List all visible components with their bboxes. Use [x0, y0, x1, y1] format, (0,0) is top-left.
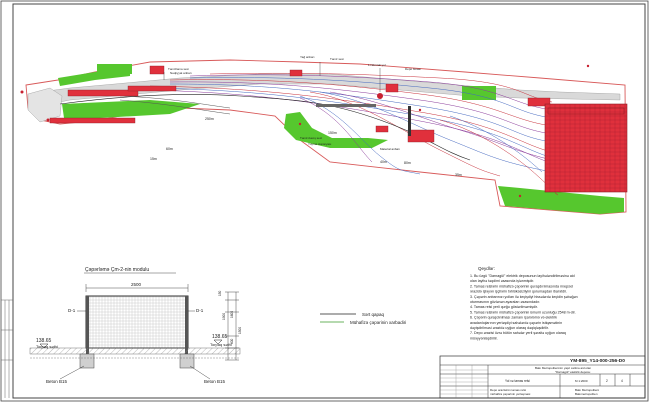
building-mid: [407, 129, 435, 143]
notes-heading: Qeydlər:: [478, 266, 495, 271]
label-dist-40: 40m: [380, 160, 387, 164]
label-mid-c: Material anbarı: [380, 147, 400, 151]
label-top-d: 1 Nömrəli yol: [368, 63, 386, 67]
label-dist-15: 15m: [150, 157, 157, 161]
building-long-west: [67, 89, 139, 97]
legend: Sərt qapaq Mühafizə çəpərinin xarbadiri: [320, 312, 406, 325]
note-line: 1. Bu üzgü "Darnagül" elektrik deposunun…: [470, 274, 575, 278]
d1-left: D-1: [68, 308, 76, 313]
soil-label-left: Torpaq səthi: [36, 344, 58, 349]
label-dist-250: 250m: [205, 117, 214, 121]
sheet-name: Yol və tamas relsi: [505, 379, 530, 383]
inner-frame: [12, 3, 646, 399]
lawn-north: [97, 64, 132, 74]
post-right: [185, 296, 188, 358]
lawn-south-east: [498, 186, 624, 214]
label-left-a: Nəqliyyat anbarı: [170, 71, 192, 75]
dim-right-2: 1600: [230, 311, 234, 318]
building-east-small: [527, 97, 551, 107]
note-line: oturmasının gözlənən ayaraları əsasındad…: [470, 300, 540, 304]
fence-detail: Çəpərləmə Çm-2-nin modulu 2500 D-1 D-1 1…: [29, 267, 242, 384]
lawn-east: [462, 86, 496, 100]
desc-line-1: Depo ərazisinin tamas relsi: [490, 388, 526, 392]
notes: Qeydlər: 1. Bu üzgü "Darnagül" elektrik …: [470, 266, 578, 340]
label-top-b: Yağ anbarı: [300, 55, 315, 59]
width-dimension: 2500: [131, 282, 142, 287]
org-line-2: Bakımetropoliten: [575, 392, 598, 396]
note-line: 4. Tamas relsi yerli qurğu göstərilməmiş…: [470, 305, 538, 309]
lawn-west: [62, 100, 200, 118]
title-block: YM-895_Y14-000-256-D0 Bakı Metropoliteni…: [439, 355, 646, 399]
post-left: [86, 296, 89, 358]
building-mid-2: [375, 125, 389, 133]
desc-line-2: mühafizə çəpərinin yerləşməsi: [490, 392, 531, 396]
note-line: ərazidə işləyən işçilərin təhlükəsizliyi…: [470, 290, 567, 294]
org-line-1: Bakı Metropoliteni: [575, 388, 599, 392]
note-line: müəyyənləşdirilir.: [470, 336, 498, 340]
building-south-west: [49, 117, 136, 124]
site-plan: Təmizləmə sexi Yağ anbarı Təmir sexi 1 N…: [20, 55, 628, 215]
elevation-right: 138.65: [212, 334, 228, 340]
elevation-left: 138.65: [36, 338, 52, 344]
mesh-panel: [85, 295, 189, 349]
label-top-c: Təmir sexi: [330, 57, 344, 61]
gantry: [408, 106, 411, 136]
note-line: 6. Çəpərin quraşdırılması zamanı işarələ…: [470, 316, 557, 320]
project-line-2: "Darnagül" elektrik deposu: [555, 370, 591, 374]
building-north-2: [289, 69, 303, 77]
note-line: 2. Tamas relslərin mühafizə çəpərinin qu…: [470, 284, 573, 288]
drawing-code: YM-895_Y14-000-256-D0: [570, 358, 625, 364]
label-top-e: Depo binası: [405, 67, 421, 71]
note-line: olan layihə təqdimi əsasında işlənmişdir…: [470, 279, 534, 283]
soil-layer: [29, 347, 241, 355]
note-line: avadanlıqlarının yerləşdiyi sahələrdə çə…: [470, 321, 562, 325]
building-north-3: [385, 83, 399, 93]
note-line: 3. Çəpərin anbarınızı yolları ilə keçişd…: [470, 295, 578, 299]
left-loop: [27, 87, 63, 123]
foundation-left: [79, 353, 95, 369]
legend-label-0: Sərt qapaq: [362, 312, 385, 317]
dim-right-3: 600: [230, 338, 234, 344]
note-line: 7. Depo ərazisi üzrə bütün sahələr yerli…: [470, 331, 566, 335]
track-fan: [119, 72, 561, 196]
foundation-right: [179, 353, 195, 369]
sheet-number: 2: [606, 379, 608, 383]
sheet-count: 4: [621, 379, 623, 383]
plan-labels: Təmizləmə sexi Yağ anbarı Təmir sexi 1 N…: [150, 55, 462, 177]
depot-main-shed: [544, 103, 628, 193]
label-dist-35: 35m: [455, 173, 462, 177]
note-line: 5. Tamas relslərin mühafizə çəpərinin üm…: [470, 310, 576, 314]
dim-right-0: 150: [218, 290, 222, 296]
tower-marker: [377, 93, 383, 99]
note-line: dəyişdirilməsi ərazidə uyğun olaraq dəqi…: [470, 326, 549, 330]
label-top-a: Təmizləmə sexi: [168, 67, 189, 71]
buildings: [49, 65, 628, 193]
scale: M 1:2000: [575, 379, 588, 383]
label-mid-b: Yuyma stansiyası: [308, 142, 332, 146]
project-line-1: Bakı Metropoliteninin yaşıl xəttinə aid …: [535, 366, 591, 370]
label-dist-80: 80m: [404, 161, 411, 165]
binding-strip: [1, 299, 13, 398]
building-north-1: [149, 65, 165, 75]
beton-left: Beton B15: [46, 379, 68, 384]
soil-label-right: Torpaq səthi: [210, 342, 232, 347]
label-dist-60: 60m: [166, 147, 173, 151]
beton-right: Beton B15: [204, 379, 226, 384]
dim-right-4: 1500: [238, 327, 242, 334]
platform: [316, 104, 376, 107]
legend-label-1: Mühafizə çəpərinin xarbadiri: [350, 320, 406, 325]
d1-right: D-1: [196, 308, 204, 313]
label-dist-150: 150m: [328, 131, 337, 135]
label-mid-a: Təmir-baxış sexi: [300, 136, 322, 140]
dim-right-1: 1900: [222, 313, 226, 320]
detail-title: Çəpərləmə Çm-2-nin modulu: [85, 267, 149, 273]
plan-markers: [20, 64, 590, 198]
building-shed-1: [127, 85, 177, 92]
